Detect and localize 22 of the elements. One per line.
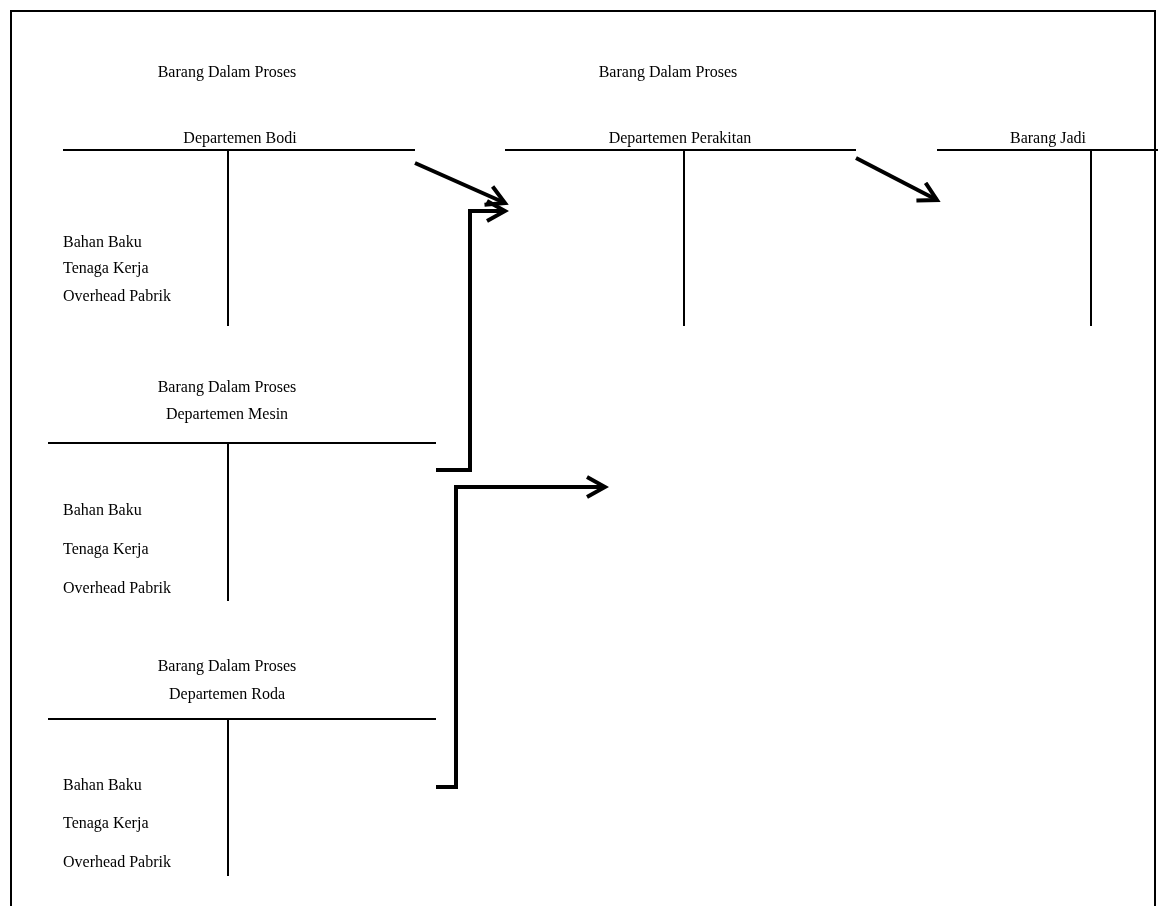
arrow (436, 199, 507, 472)
account-name: Departemen Mesin (165, 404, 289, 423)
entry-label: Bahan Baku (63, 775, 142, 794)
entry-label: Overhead Pabrik (63, 852, 171, 871)
account-title: Barang Dalam Proses (157, 62, 297, 81)
account-name: Barang Jadi (1010, 128, 1086, 147)
account-title: Barang Dalam Proses (157, 377, 297, 396)
arrow (855, 156, 939, 203)
entry-label: Overhead Pabrik (63, 286, 171, 305)
account-title: Barang Dalam Proses (598, 62, 738, 81)
account-title: Barang Dalam Proses (157, 656, 297, 675)
entry-label: Tenaga Kerja (63, 258, 149, 277)
arrow (436, 475, 607, 789)
arrow (414, 161, 507, 207)
entry-label: Tenaga Kerja (63, 813, 149, 832)
entry-label: Overhead Pabrik (63, 578, 171, 597)
account-name: Departemen Perakitan (608, 128, 752, 147)
account-name: Departemen Bodi (183, 128, 297, 147)
account-name: Departemen Roda (169, 684, 285, 703)
entry-label: Bahan Baku (63, 500, 142, 519)
entry-label: Tenaga Kerja (63, 539, 149, 558)
entry-label: Bahan Baku (63, 232, 142, 251)
